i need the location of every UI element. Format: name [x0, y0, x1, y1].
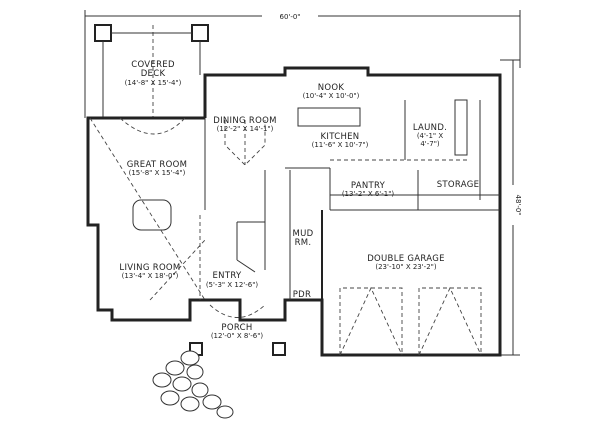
room-name: KITCHEN	[321, 132, 360, 142]
room-kitchen: KITCHEN (11'-6" X 10'-7")	[312, 132, 369, 149]
room-size: (14'-8" X 15'-4")	[125, 79, 182, 87]
room-dining: DINING ROOM (12'-2" X 14'-1")	[213, 116, 277, 133]
room-name: RM.	[295, 238, 312, 248]
room-size: (23'-10" X 23'-2")	[375, 263, 436, 271]
room-size: (13'-4" X 18'-0")	[122, 272, 179, 280]
room-size: (15'-8" X 15'-4")	[129, 169, 186, 177]
room-mud-room: MUD RM.	[292, 229, 313, 248]
room-name: PORCH	[221, 323, 252, 333]
room-name: MUD	[292, 229, 313, 239]
room-name: NOOK	[318, 83, 345, 93]
room-size: (11'-6" X 10'-7")	[312, 141, 369, 149]
room-great-room: GREAT ROOM (15'-8" X 15'-4")	[127, 160, 188, 177]
depth-dimension: 48'-0"	[500, 59, 522, 356]
room-porch: PORCH (12'-0" X 8'-6")	[211, 323, 264, 340]
room-name: LAUND.	[413, 123, 447, 133]
room-pantry: PANTRY (13'-2" X 6'-1")	[342, 181, 395, 198]
room-size: (4'-1" X	[417, 132, 444, 140]
room-name: PANTRY	[351, 181, 386, 191]
room-name: COVERED	[131, 60, 175, 70]
width-dimension: 60'-0"	[84, 10, 521, 118]
room-living-room: LIVING ROOM (13'-4" X 18'-0")	[119, 263, 180, 280]
room-laundry: LAUND. (4'-1" X 4'-7")	[413, 123, 447, 148]
room-name: LIVING ROOM	[119, 263, 180, 273]
room-name: DOUBLE GARAGE	[367, 254, 445, 264]
width-dimension-label: 60'-0"	[279, 13, 300, 21]
room-powder: PDR	[293, 290, 311, 300]
exterior-wall	[203, 66, 502, 210]
room-name: GREAT ROOM	[127, 160, 188, 170]
room-name: DINING ROOM	[213, 116, 277, 126]
covered-deck	[94, 24, 209, 118]
room-double-garage: DOUBLE GARAGE (23'-10" X 23'-2")	[367, 254, 445, 271]
depth-dimension-label: 48'-0"	[514, 194, 522, 215]
room-size: (5'-3" X 12'-6")	[206, 281, 259, 289]
stepping-stones	[152, 350, 234, 419]
room-name: ENTRY	[213, 271, 242, 281]
room-size: 4'-7")	[420, 140, 440, 148]
room-name: DECK	[141, 69, 166, 79]
room-size: (12'-2" X 14'-1")	[217, 125, 274, 133]
room-size: (10'-4" X 10'-0")	[303, 92, 360, 100]
room-size: (12'-0" X 8'-6")	[211, 332, 264, 340]
room-name: STORAGE	[437, 180, 480, 190]
room-entry: ENTRY (5'-3" X 12'-6")	[206, 271, 259, 289]
room-storage: STORAGE	[437, 180, 480, 190]
staircase	[236, 170, 291, 300]
room-covered-deck: COVERED DECK (14'-8" X 15'-4")	[125, 60, 182, 87]
room-name: PDR	[293, 290, 311, 300]
room-nook: NOOK (10'-4" X 10'-0")	[303, 83, 360, 100]
room-size: (13'-2" X 6'-1")	[342, 190, 395, 198]
